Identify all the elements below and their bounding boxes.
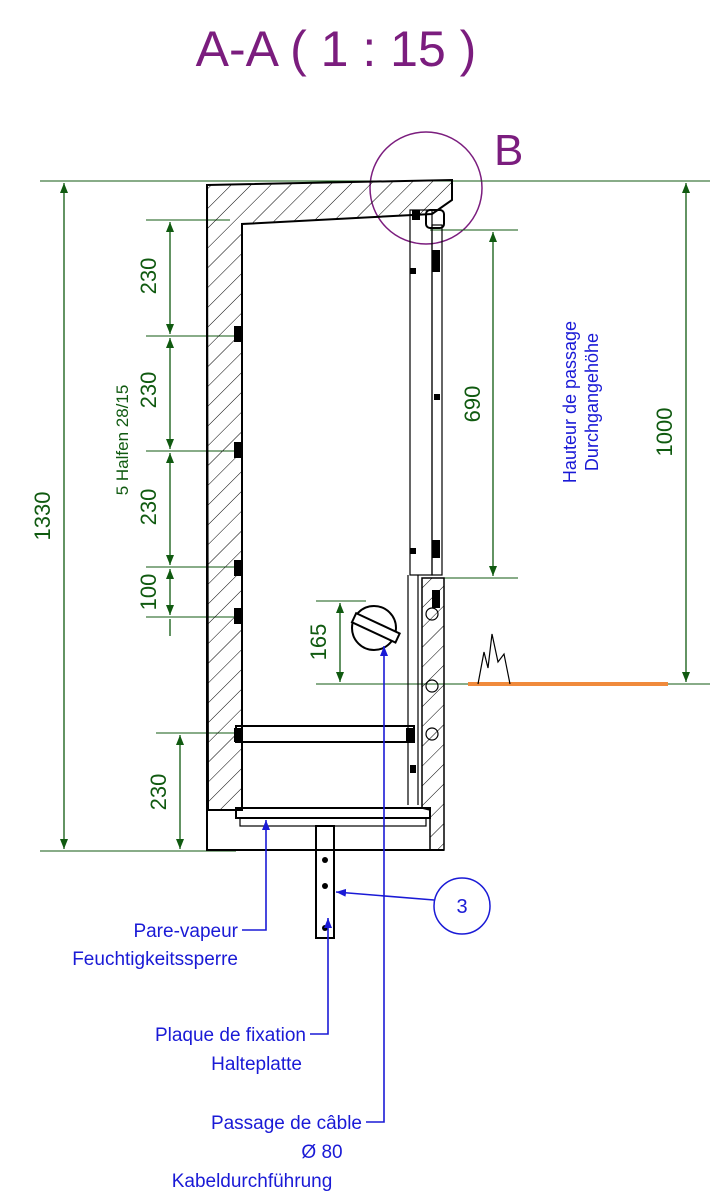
label-spacing-3: 230: [136, 489, 161, 526]
vapour-barrier-fr: Pare-vapeur: [133, 921, 238, 942]
leader-cable-passage: [366, 646, 388, 1123]
dimension-labels: 1330 5 Halfen 28/15 230 230 230 100 230 …: [30, 258, 677, 811]
fixing-plate: [315, 825, 335, 939]
bottom-shelf: [234, 725, 431, 827]
detail-marker: B: [369, 126, 523, 245]
label-opening-height: 690: [460, 386, 485, 423]
cable-passage-dia: Ø 80: [301, 1142, 342, 1163]
label-spacing-1: 230: [136, 258, 161, 295]
dimension-lines: [60, 183, 690, 849]
halfen-rails: [234, 326, 242, 624]
door-panel: [407, 209, 445, 805]
fixing-plate-de: Halteplatte: [211, 1054, 302, 1075]
passage-height-fr: Hauteur de passage: [560, 321, 580, 483]
cable-passage-fr: Passage de câble: [211, 1113, 362, 1134]
vapour-barrier-de: Feuchtigkeitssperre: [72, 949, 238, 970]
label-cable-offset: 165: [306, 624, 331, 661]
label-spacing-4: 100: [136, 574, 161, 611]
leader-lines: [242, 646, 435, 1123]
label-overall-height: 1330: [30, 492, 55, 541]
cabinet-shell: [205, 178, 453, 851]
item-number: 3: [456, 896, 467, 918]
cable-passage-de: Kabeldurchführung: [172, 1171, 333, 1192]
fixing-plate-fr: Plaque de fixation: [155, 1025, 306, 1046]
annotation-texts: Pare-vapeur Feuchtigkeitssperre Plaque d…: [72, 921, 362, 1192]
label-spacing-2: 230: [136, 372, 161, 409]
leader-item-3: [335, 888, 435, 901]
leader-fixing-plate: [310, 918, 332, 1035]
section-title: A-A ( 1 : 15 ): [196, 21, 477, 77]
detail-label: B: [494, 126, 523, 175]
label-passage-height: 1000: [652, 408, 677, 457]
label-bottom-height: 230: [146, 774, 171, 811]
ground-level: [468, 633, 668, 686]
passage-height-note: Hauteur de passage Durchgangehöhe: [560, 321, 602, 483]
label-halfen-note: 5 Halfen 28/15: [113, 385, 132, 496]
passage-height-de: Durchgangehöhe: [582, 333, 602, 471]
item-bubble: 3: [433, 877, 491, 935]
cable-gland: [350, 605, 402, 651]
leader-vapour-barrier: [242, 820, 270, 931]
